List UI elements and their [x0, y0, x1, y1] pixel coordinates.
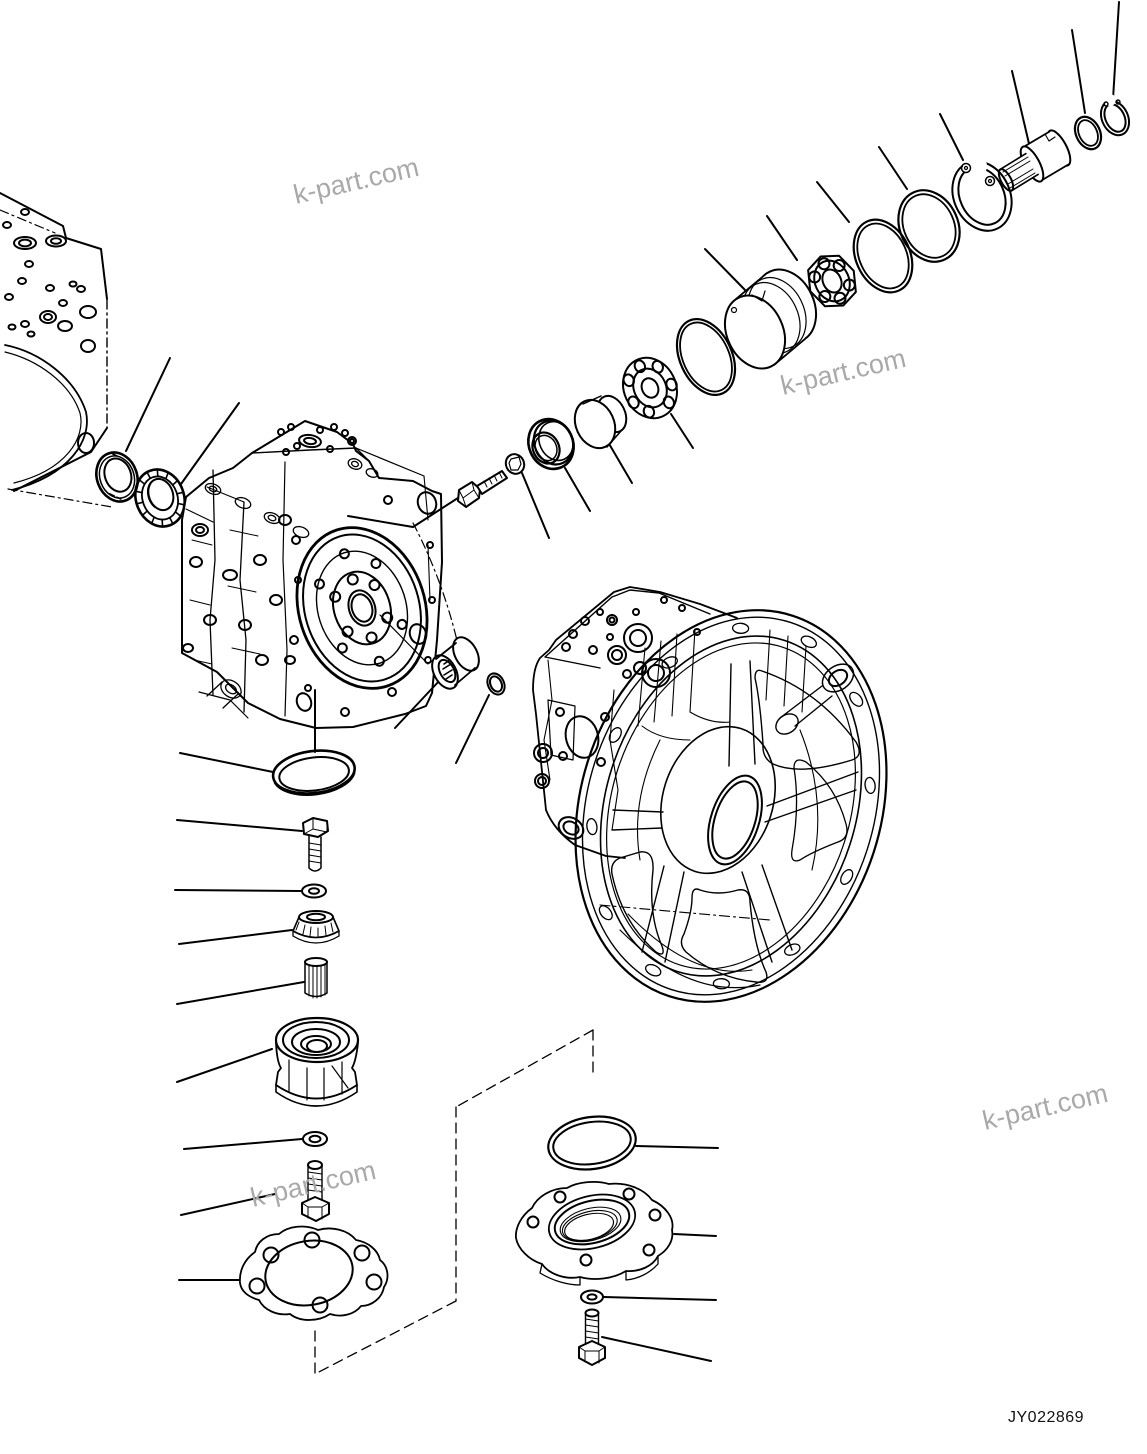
svg-text:JY022869: JY022869 [1008, 1409, 1084, 1426]
